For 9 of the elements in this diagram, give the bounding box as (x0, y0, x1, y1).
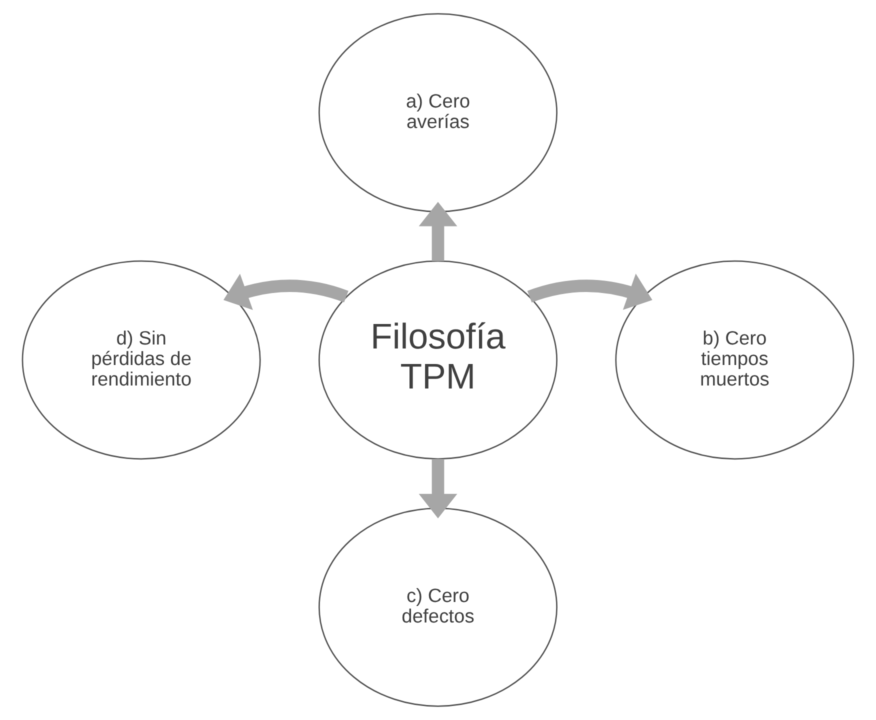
node-ellipse: a) Cero averías (318, 13, 558, 212)
node-ellipse: Filosofía TPM (318, 260, 558, 460)
node-ellipse: d) Sin pérdidas de rendimiento (22, 260, 261, 460)
arrow (528, 274, 652, 310)
node-ellipse: c) Cero defectos (318, 508, 558, 707)
arrow (418, 202, 458, 262)
arrow (223, 274, 348, 310)
node-ellipse: b) Cero tiempos muertos (615, 260, 854, 460)
arrow (418, 459, 458, 518)
